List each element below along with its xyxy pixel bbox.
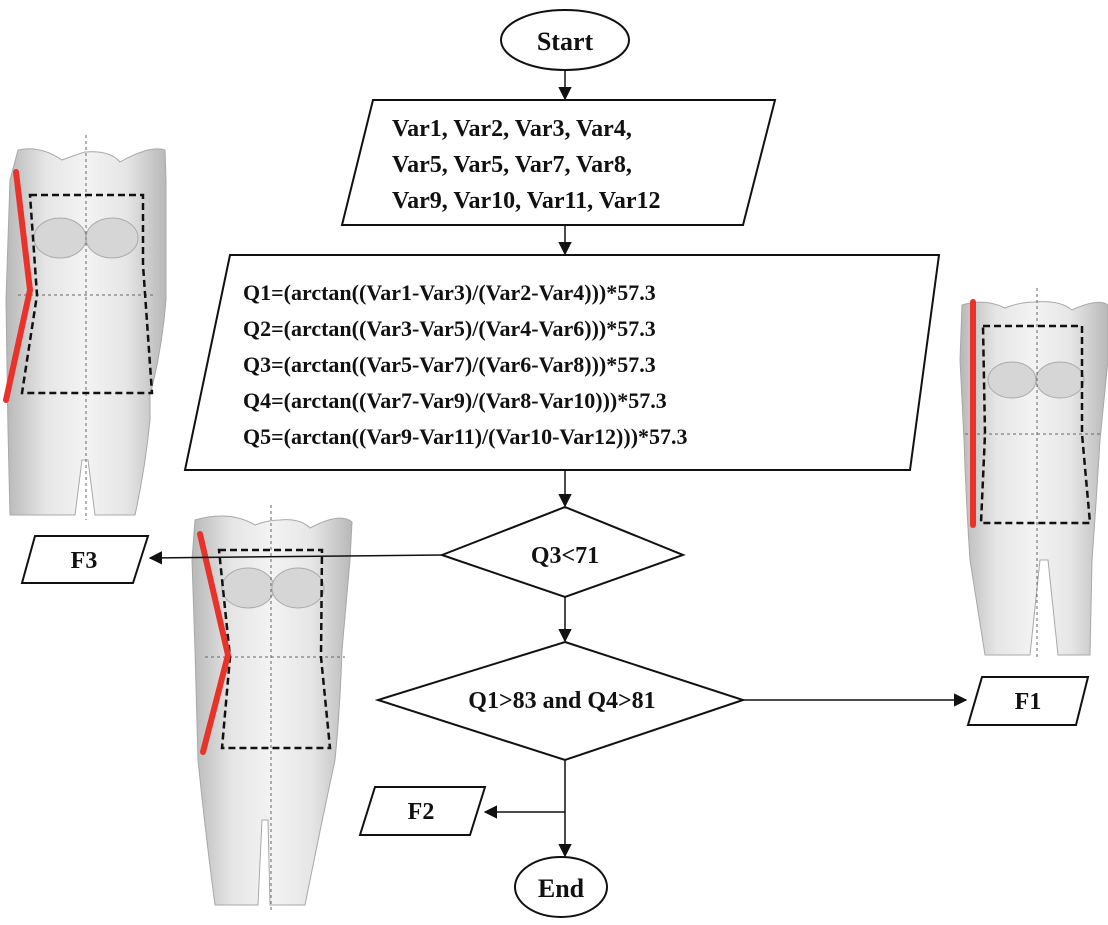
connectors [148, 70, 968, 858]
input-line-2: Var5, Var5, Var7, Var8, [392, 152, 632, 178]
input-line-1: Var1, Var2, Var3, Var4, [392, 116, 632, 142]
formula-parallelogram: Q1=(arctan((Var1-Var3)/(Var2-Var4)))*57.… [183, 254, 941, 471]
body-figure-f1-example [959, 288, 1108, 660]
end-terminal: End [514, 856, 608, 918]
formula-line-4: Q4=(arctan((Var7-Var9)/(Var8-Var10)))*57… [243, 388, 667, 413]
start-terminal: Start [500, 9, 630, 71]
input-line-3: Var9, Var10, Var11, Var12 [392, 188, 661, 214]
decision-q1-q4: Q1>83 and Q4>81 [374, 640, 747, 762]
arrow-q3-to-f3 [148, 551, 443, 565]
output-f3: F3 [20, 535, 150, 584]
decision-q3: Q3<71 [439, 505, 686, 599]
output-f2: F2 [358, 786, 487, 836]
body-figure-f3-example [3, 135, 167, 520]
formula-line-1: Q1=(arctan((Var1-Var3)/(Var2-Var4)))*57.… [243, 280, 656, 305]
input-parallelogram: Var1, Var2, Var3, Var4, Var5, Var5, Var7… [340, 99, 777, 226]
body-figure-f2-example [191, 505, 353, 910]
arrow-q1q4-to-f2 [483, 760, 566, 819]
formula-line-5: Q5=(arctan((Var9-Var11)/(Var10-Var12)))*… [243, 424, 688, 449]
formula-line-3: Q3=(arctan((Var5-Var7)/(Var6-Var8)))*57.… [243, 352, 656, 377]
formula-line-2: Q2=(arctan((Var3-Var5)/(Var4-Var6)))*57.… [243, 316, 656, 341]
decision-q1-q4-label: Q1>83 and Q4>81 [468, 688, 655, 714]
start-label: Start [537, 27, 594, 56]
output-f3-label: F3 [71, 548, 98, 574]
output-f1: F1 [966, 676, 1090, 726]
output-f2-label: F2 [408, 799, 435, 825]
output-f1-label: F1 [1015, 689, 1042, 715]
decision-q3-label: Q3<71 [531, 543, 599, 569]
end-label: End [538, 874, 585, 903]
